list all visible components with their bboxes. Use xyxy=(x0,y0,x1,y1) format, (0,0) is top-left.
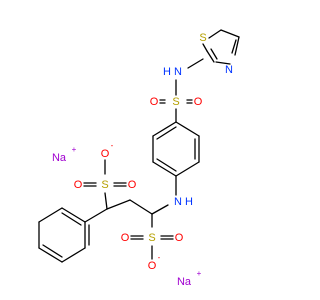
upper-sulfonate-negative-charge: - xyxy=(111,141,114,150)
propane-chain xyxy=(104,192,169,215)
upper-sulfonate-oxygen-top-label: O xyxy=(101,148,110,160)
sodium-ion-bottom-charge: + xyxy=(197,269,202,278)
chemical-structure-canvas: S N N H S O O N H S O - O O S O O O - Na… xyxy=(38,29,240,288)
sulfonamide-hydrogen-label: H xyxy=(163,66,171,78)
molecule-diagram: S N N H S O O N H S O - O O S O O O - Na… xyxy=(38,29,240,288)
sodium-ion-bottom-label: Na xyxy=(177,276,192,288)
benzene-ring-phenyl xyxy=(38,207,108,263)
upper-sulfonate-sulfur-label: S xyxy=(101,179,108,191)
sulfonyl-oxygen-right-label: O xyxy=(194,96,203,108)
sulfonyl-sulfur-label: S xyxy=(172,96,179,108)
thiazole-nitrogen-label: N xyxy=(225,64,233,76)
upper-sulfonate-oxygen-left-label: O xyxy=(74,179,83,191)
sulfonate-group-lower xyxy=(130,213,174,260)
amine-nitrogen-label: N xyxy=(174,196,182,208)
amine-hydrogen-label: H xyxy=(185,196,193,208)
lower-sulfonate-oxygen-bottom-label: O xyxy=(148,260,157,272)
sulfonate-group-upper xyxy=(83,159,127,187)
sodium-ion-top-charge: + xyxy=(72,145,77,154)
sulfonamide-group xyxy=(159,79,193,123)
benzene-ring-para xyxy=(152,121,200,196)
thiazole-sulfur-label: S xyxy=(199,32,206,44)
thiazole-ring xyxy=(187,29,240,69)
sodium-ion-top-label: Na xyxy=(52,152,67,164)
sulfonamide-nitrogen-label: N xyxy=(174,66,182,78)
lower-sulfonate-oxygen-left-label: O xyxy=(121,232,130,244)
lower-sulfonate-negative-charge: - xyxy=(158,253,161,262)
lower-sulfonate-oxygen-right-label: O xyxy=(175,232,184,244)
lower-sulfonate-sulfur-label: S xyxy=(148,232,155,244)
sulfonyl-oxygen-left-label: O xyxy=(150,96,159,108)
upper-sulfonate-oxygen-right-label: O xyxy=(128,179,137,191)
